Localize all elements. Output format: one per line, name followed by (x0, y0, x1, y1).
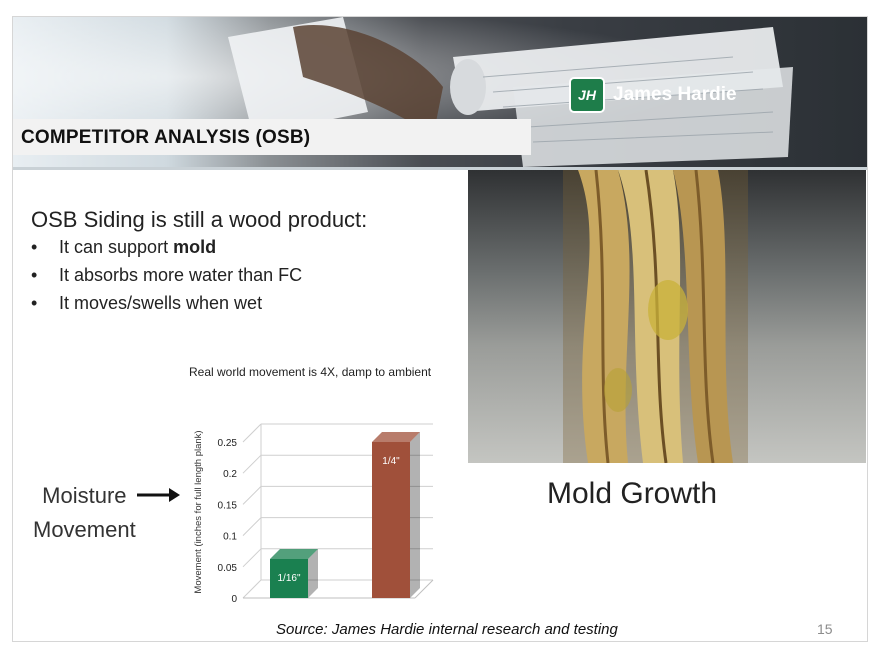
bar-top (270, 549, 318, 559)
grid-line (242, 517, 262, 536)
y-axis-label: Movement (inches for full length plank) (193, 430, 204, 593)
blueprint-rolls-illustration (228, 17, 793, 167)
y-axis-ticks: 0 0.05 0.1 0.15 0.2 0.25 (218, 438, 238, 602)
bar-front (372, 442, 410, 598)
osb-cross-section-illustration (563, 170, 748, 463)
slide: COMPETITOR ANALYSIS (OSB) JH James Hardi… (12, 16, 868, 642)
bar-jh: 1/16" (270, 549, 318, 598)
bullet-glyph: • (31, 293, 38, 313)
mold-growth-caption: Mold Growth (547, 477, 718, 510)
y-tick-label: 0.2 (223, 469, 237, 480)
jh-logo-icon: JH (569, 77, 605, 113)
bullet-glyph: • (31, 237, 38, 257)
bar-data-label: 1/16" (277, 573, 300, 584)
header-divider (13, 167, 867, 170)
moisture-movement-chart: Real world movement is 4X, damp to ambie… (189, 365, 434, 602)
bullet-text: It can support (59, 237, 174, 257)
logo-wordmark: James Hardie (613, 84, 737, 105)
grid-line (242, 579, 262, 599)
bar-front (270, 559, 308, 598)
y-tick-label: 0.05 (218, 563, 238, 574)
bullet-emphasis: mold (173, 237, 217, 257)
grid-line (242, 486, 262, 505)
bar-side (410, 432, 420, 598)
grid-line (242, 548, 262, 568)
bar-data-label: 1/4" (382, 456, 400, 467)
bullet-text: It absorbs more water than FC (59, 265, 303, 285)
x-axis-line (414, 579, 434, 599)
james-hardie-logo: JH James Hardie (569, 77, 737, 113)
title-box: COMPETITOR ANALYSIS (OSB) (13, 119, 531, 155)
page-title: COMPETITOR ANALYSIS (OSB) (21, 127, 311, 148)
page-number: 15 (817, 621, 833, 637)
arrow-right-icon (137, 488, 180, 502)
y-tick-label: 0.1 (223, 532, 237, 543)
grid-line (242, 454, 262, 474)
moisture-label-line1: Moisture (42, 483, 127, 508)
bullet-text: It moves/swells when wet (59, 293, 263, 313)
y-tick-label: 0.15 (218, 500, 238, 511)
header-banner-image: COMPETITOR ANALYSIS (OSB) JH James Hardi… (13, 17, 867, 167)
moisture-movement-label: Moisture Movement (33, 479, 136, 547)
chart-bars: 1/16" 1/4" (270, 432, 420, 598)
y-tick-label: 0.25 (218, 438, 238, 449)
bullet-item: • It absorbs more water than FC (31, 265, 302, 293)
bullet-glyph: • (31, 265, 38, 285)
bar-top (372, 432, 420, 442)
grid-line (242, 423, 262, 443)
bullet-list: • It can support mold • It absorbs more … (31, 237, 302, 321)
bar-side (308, 549, 318, 598)
source-footnote: Source: James Hardie internal research a… (276, 621, 618, 638)
chart-title: Real world movement is 4X, damp to ambie… (189, 365, 432, 379)
bullet-item: • It moves/swells when wet (31, 293, 302, 321)
y-tick-label: 0 (231, 594, 237, 602)
section-heading: OSB Siding is still a wood product: (31, 207, 368, 232)
moisture-label-line2: Movement (33, 517, 136, 542)
bullet-item: • It can support mold (31, 237, 302, 265)
bar-osb: 1/4" (372, 432, 420, 598)
mold-growth-photo (468, 170, 866, 463)
